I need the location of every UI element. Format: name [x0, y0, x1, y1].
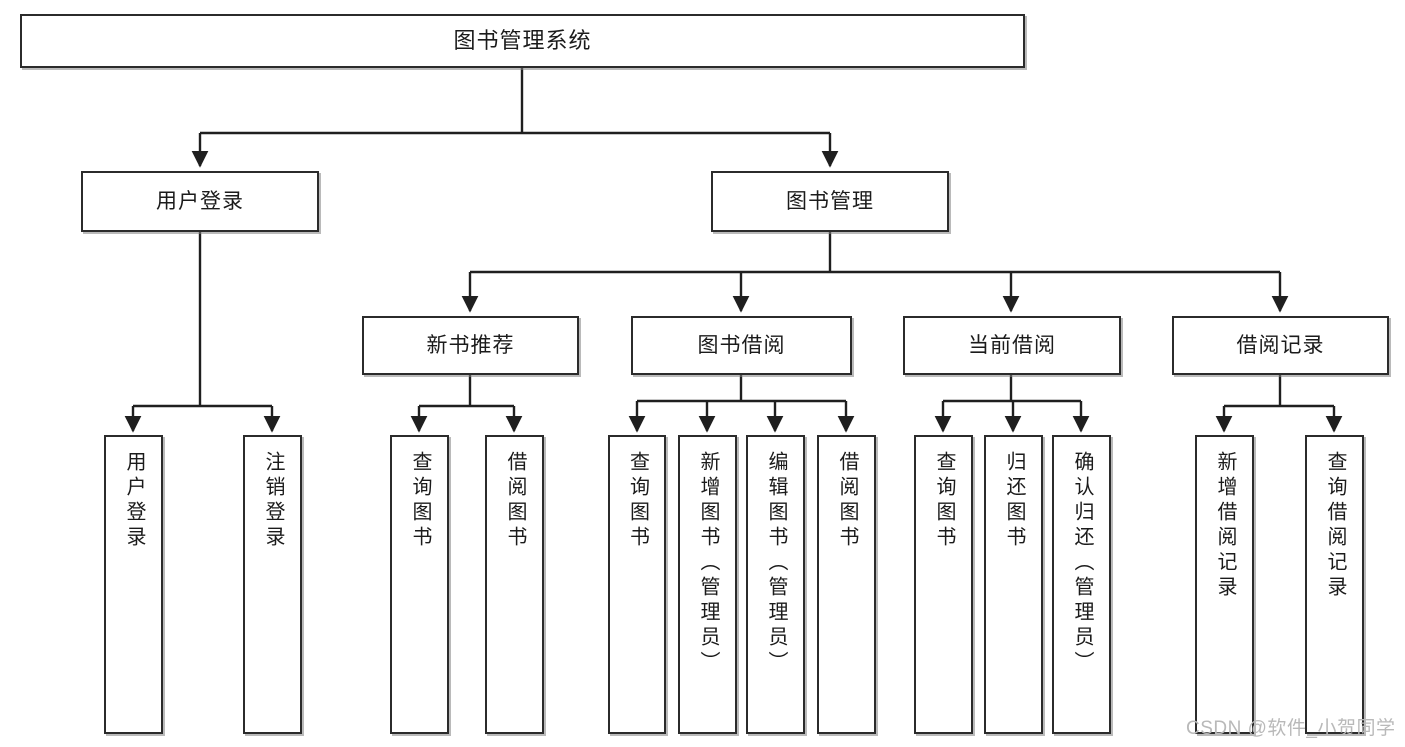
node-book-manage[interactable]: 图书管理 — [711, 171, 949, 232]
node-leaf-label: 确认归还（管理员） — [1071, 451, 1093, 676]
node-leaf-label: 查询图书 — [626, 451, 649, 551]
node-leaf-edit-book-admin[interactable]: 编辑图书（管理员） — [746, 435, 805, 734]
node-leaf-label: 借阅图书 — [836, 451, 858, 551]
node-current-borrow[interactable]: 当前借阅 — [903, 316, 1121, 375]
node-leaf-user-logout[interactable]: 注销登录 — [243, 435, 302, 734]
node-leaf-label: 查询借阅记录 — [1324, 451, 1346, 601]
node-leaf-return-book[interactable]: 归还图书 — [984, 435, 1043, 734]
node-leaf-borrow-book-2[interactable]: 借阅图书 — [817, 435, 876, 734]
watermark: CSDN @软件_小贺同学 — [1186, 718, 1396, 739]
node-user-login[interactable]: 用户登录 — [81, 171, 319, 232]
node-leaf-borrow-book-1[interactable]: 借阅图书 — [485, 435, 544, 734]
node-leaf-label: 注销登录 — [262, 451, 284, 551]
node-leaf-label: 新增图书（管理员） — [697, 451, 719, 676]
node-new-book-recommend[interactable]: 新书推荐 — [362, 316, 579, 375]
node-leaf-query-borrow-record[interactable]: 查询借阅记录 — [1305, 435, 1364, 734]
node-borrow-record[interactable]: 借阅记录 — [1172, 316, 1389, 375]
node-leaf-label: 借阅图书 — [504, 451, 526, 551]
node-leaf-user-login[interactable]: 用户登录 — [104, 435, 163, 734]
node-leaf-label: 查询图书 — [409, 451, 431, 551]
node-leaf-query-book-1[interactable]: 查询图书 — [390, 435, 449, 734]
node-book-borrow[interactable]: 图书借阅 — [631, 316, 852, 375]
node-leaf-confirm-return-admin[interactable]: 确认归还（管理员） — [1052, 435, 1111, 734]
node-leaf-label: 用户登录 — [123, 451, 145, 551]
node-leaf-query-book-2[interactable]: 查询图书 — [608, 435, 666, 734]
node-root-system[interactable]: 图书管理系统 — [20, 14, 1025, 68]
node-leaf-add-book-admin[interactable]: 新增图书（管理员） — [678, 435, 737, 734]
node-leaf-label: 查询图书 — [933, 451, 955, 551]
node-leaf-label: 新增借阅记录 — [1214, 451, 1236, 601]
node-leaf-label: 编辑图书（管理员） — [765, 451, 787, 676]
node-leaf-query-book-3[interactable]: 查询图书 — [914, 435, 973, 734]
node-leaf-label: 归还图书 — [1003, 451, 1025, 551]
node-leaf-add-borrow-record[interactable]: 新增借阅记录 — [1195, 435, 1254, 734]
